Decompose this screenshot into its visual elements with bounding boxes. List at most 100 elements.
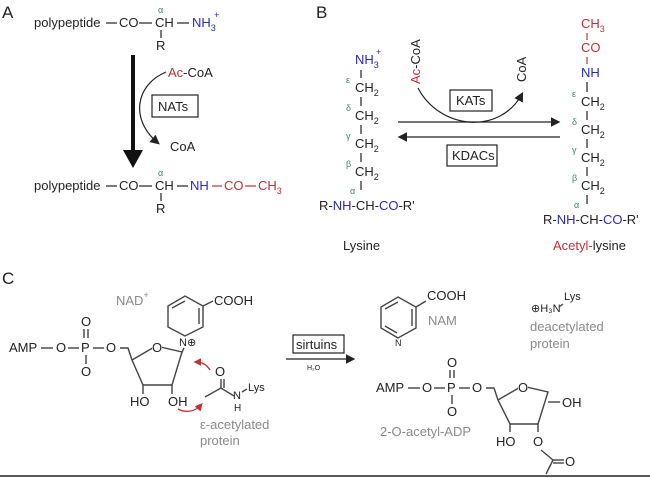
r-group: R [156,38,165,53]
panel-c-label: C [2,269,14,288]
alpha-label: α [350,186,355,196]
deacetylated-protein: ⊕H₃N Lys deacetylated protein [530,291,604,351]
lysine-label: Lysine [343,238,380,253]
o-text: O [106,340,116,355]
attack-arrow [193,358,211,371]
n-text: N [233,390,241,402]
deacetylated-label: deacetylated [530,319,604,334]
oh-text: OH [562,395,582,410]
substrate-label: ε-acetylated [200,417,269,432]
amp-text: AMP [9,340,37,355]
acetylated-polypeptide: polypeptide CO α CH NH CO CH3 R [34,168,282,216]
ch2-group: CH2 [581,122,605,140]
ch2-group: CH2 [355,164,379,182]
o-text: O [447,404,457,419]
ch-text: CH [155,15,174,30]
kdacs-box [446,144,498,167]
cooh-text: COOH [214,293,253,308]
greek-label: γ [572,145,577,155]
ch2-group: CH2 [581,150,605,168]
ch2-group: CH2 [581,94,605,112]
kdacs-label: KDACs [452,148,495,163]
superscript: + [376,47,381,57]
nam-structure: COOH N NAM [380,288,466,348]
cooh-text: COOH [427,288,466,303]
water-label: H₂O [307,365,321,372]
substrate-label-2: protein [200,433,240,448]
panel-c: C NAD+ AMP O P O O O O HO OH [2,269,604,475]
n-plus-text: N⊕ [179,337,196,349]
coa-out-label: CoA [514,56,529,82]
acetyl-adp-structure: AMP O P O O O O OH HO O O 2-O-acety [376,355,582,475]
co-text: CO [119,178,139,193]
greek-label: β [346,159,351,169]
nad-structure: NAD+ AMP O P O O O O HO OH COOH N [9,290,269,448]
polypeptide-text: polypeptide [34,178,101,193]
ch3-group: CH3 [258,178,282,196]
panel-a-label: A [2,3,14,22]
o-text: O [81,314,91,329]
carbonyl-o-text: O [565,454,575,469]
acetyl-co-text: CO [224,178,244,193]
nh-text: NH [190,178,209,193]
o-text: O [56,340,66,355]
greek-label: δ [572,117,577,127]
attack-arrow-2 [177,403,203,412]
p-text: P [447,380,456,395]
nad-label: NAD+ [116,290,149,308]
co-text: CO [581,40,601,55]
ring-o-text: O [152,340,162,355]
acetyl-lysine-label: Acetyl-lysine [553,238,626,253]
h-text: H [234,403,241,414]
sirtuins-box [292,334,345,354]
ch2-group: CH2 [355,108,379,126]
amine-text: ⊕H₃N [531,303,561,315]
product-label: 2-O-acetyl-ADP [380,424,471,439]
ring-o-text: O [518,380,528,395]
alpha-label: α [158,5,163,15]
o-text: O [422,380,432,395]
o-text: O [215,364,225,379]
ho-text: HO [496,434,516,449]
co-text: CO [119,15,139,30]
lys-text: Lys [564,291,581,303]
ac-coa-label: Ac-CoA [168,65,213,80]
nam-label: NAM [428,313,457,328]
o-text: O [81,364,91,379]
oh-text: OH [168,394,188,409]
coa-out-label: CoA [170,139,196,154]
lysine-backbone: R-NH-CH-CO-R' [319,198,415,213]
curved-arrow [139,71,167,145]
p-text: P [81,340,90,355]
nats-box [151,94,199,118]
panel-b-label: B [316,3,327,22]
nh3-group: NH3 [355,52,379,70]
ch2-group: CH2 [355,80,379,98]
sirtuins-label: sirtuins [296,337,338,352]
kats-label: KATs [456,93,486,108]
r-group: R [156,201,165,216]
nh-text: NH [581,65,600,80]
greek-label: ε [572,89,576,99]
polypeptide-text: polypeptide [34,15,101,30]
lys-text: Lys [248,382,265,394]
acetyl-lysine-backbone: R-NH-CH-CO-R' [543,212,639,227]
alpha-label: α [158,168,163,178]
ester-o-text: O [533,434,543,449]
polypeptide-nh3: polypeptide CO α CH NH3 + R [34,5,219,53]
superscript: + [214,10,219,20]
ho-text: HO [130,394,150,409]
ac-coa-label: Ac-CoA [408,39,423,84]
greek-label: γ [346,131,351,141]
curved-arrow [417,87,524,123]
ch2-group: CH2 [355,136,379,154]
kats-box [449,89,493,112]
o-text: O [472,380,482,395]
amp-text: AMP [376,380,404,395]
ch3-group: CH3 [581,16,605,34]
nats-label: NATs [158,99,189,114]
